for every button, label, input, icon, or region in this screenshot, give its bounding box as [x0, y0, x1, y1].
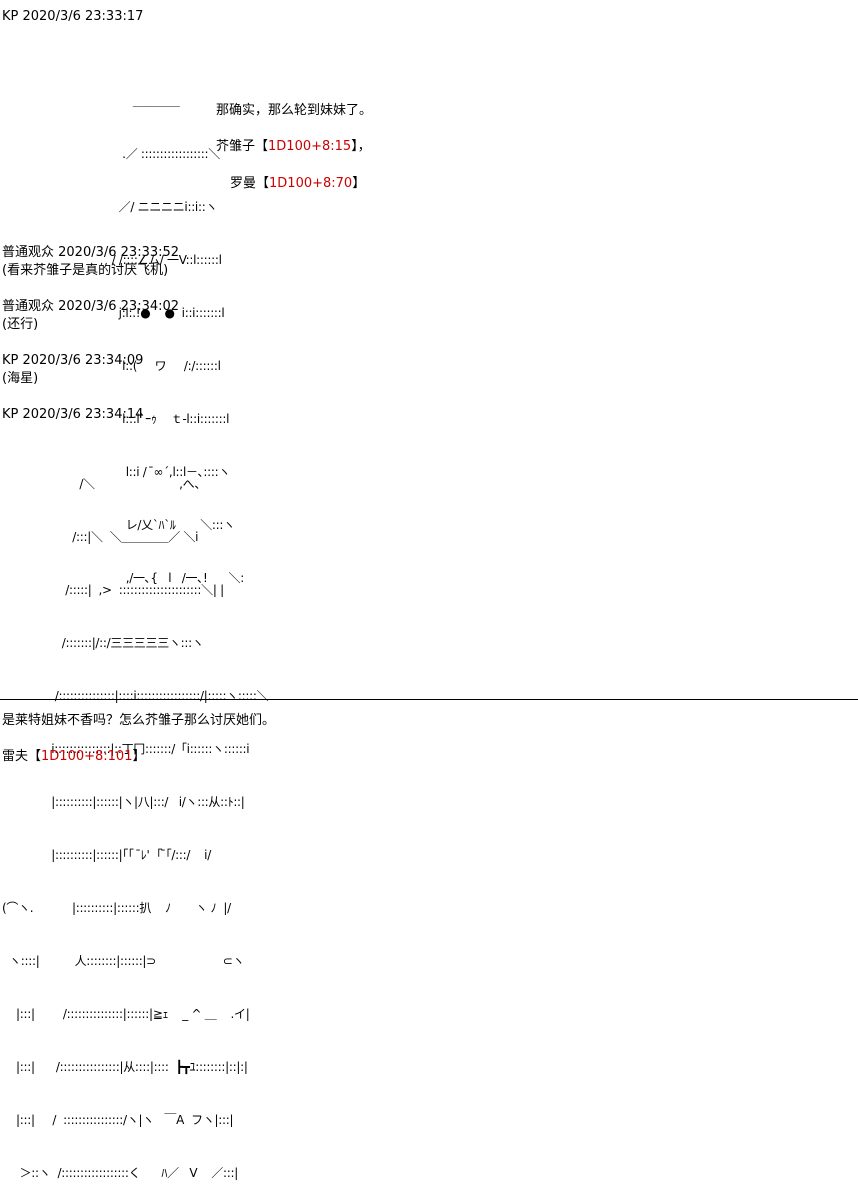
aa2-line: |:::| /:::::::::::::::|::::::|≧ｪ _ ^ ＿ .… — [2, 1007, 250, 1021]
aa1-line: l::( ワ /:/::::::l — [80, 359, 221, 373]
roll-prefix: 罗曼【 — [230, 176, 270, 191]
dice-roll: 1D100+8:15 — [268, 139, 352, 154]
post-2-text: (看来芥雏子是真的讨厌飞机) — [2, 263, 169, 278]
dice-roll: 1D100+8:101 — [41, 749, 133, 764]
aa2-line: |::::::::::|::::::|ヽ|八|:::/ i/ヽ:::从::ﾄ::… — [2, 795, 245, 809]
aa2-line: |:::| / ::::::::::::::::/ヽ|ヽ ￣A フヽ|:::| — [2, 1113, 234, 1127]
ascii-art-2: /＼ ,へ、 /:::|＼ ＼＿＿＿＿／ ＼i /:::::| ,> :::::… — [2, 441, 269, 1201]
post-5-header: KP 2020/3/6 23:34:14 — [2, 407, 144, 422]
separator-line — [0, 699, 858, 700]
aa2-line: /:::|＼ ＼＿＿＿＿／ ＼i — [2, 530, 199, 544]
aa1-line: レ/乂`ﾊ`ﾙ ＼:::ヽ — [80, 518, 235, 532]
post-4-text: (海星) — [2, 371, 39, 386]
roll-suffix: 】 — [352, 176, 366, 191]
post-2-header: 普通观众 2020/3/6 23:33:52 — [2, 245, 180, 260]
dialogue-line-2: 芥雏子【1D100+8:15】， — [216, 135, 371, 154]
aa2-line: (⌒ヽ. |::::::::::|::::::扒 ﾉ ヽ ﾉ |/ — [2, 901, 231, 915]
aa1-line: .／ ::::::::::::::::::＼ — [80, 147, 220, 161]
aa1-line: j:i:.!● ● i::i:::::::l — [80, 306, 225, 320]
roll-suffix: 】 — [132, 749, 146, 764]
aa2-line: /:::::::::::::::|::::i:::::::::::::::::/… — [2, 689, 269, 703]
post-3-text: (还行) — [2, 317, 39, 332]
aa2-line: |::::::::::|::::::|｢｢ ̄ﾚ' ｢ ̄｢/:::/ i/ — [2, 848, 211, 862]
dice-roll: 1D100+8:70 — [269, 176, 353, 191]
dialogue-line-3: 罗曼【1D100+8:70】 — [230, 172, 365, 191]
roll-suffix: 】， — [351, 139, 371, 154]
roll-prefix: 雷夫【 — [2, 749, 42, 764]
after-separator-line-1: 是莱特姐妹不香吗？怎么芥雏子那么讨厌她们。 — [2, 713, 276, 728]
aa2-line: ヽ::::| 人::::::::|::::::|⊃ ⊂ヽ — [2, 954, 245, 968]
aa1-line: / /::::∠ム/ 一V::l::::::l — [80, 253, 222, 267]
roll-prefix: 芥雏子【 — [216, 139, 269, 154]
aa2-line: /:::::::|/::/三三三三三ヽ:::ヽ — [2, 636, 204, 650]
post-3-header: 普通观众 2020/3/6 23:34:02 — [2, 299, 180, 314]
after-separator-line-2: 雷夫【1D100+8:101】 — [2, 748, 145, 766]
aa2-line: ＞::ヽ /::::::::::::::::::く ﾊ／ V ／:::| — [2, 1166, 239, 1180]
aa1-line: l::i / ̄∞´,l::l－､::::ヽ — [80, 465, 231, 479]
aa2-line: /＼ ,へ、 — [2, 477, 207, 491]
post-4-header: KP 2020/3/6 23:34:09 — [2, 353, 144, 368]
aa1-line: ,/一､{ l /一､! ＼: — [80, 571, 245, 585]
aa1-line: ＿＿＿＿ — [80, 94, 180, 108]
post-1-header: KP 2020/3/6 23:33:17 — [2, 9, 144, 24]
ascii-art-1: ＿＿＿＿ .／ ::::::::::::::::::＼ ／/ ニニニニi::i:… — [80, 58, 245, 606]
aa2-line: i:::::::::::::::|::丁冂:::::::/「i::::::ヽ::… — [2, 742, 250, 756]
aa2-line: |:::| /::::::::::::::::|从::::|:::: ┣┳ﾕ::… — [2, 1060, 248, 1074]
aa2-line: /:::::| ,> ::::::::::::::::::::::＼| | — [2, 583, 224, 597]
dialogue-line-1: 那确实，那么轮到妹妹了。 — [216, 103, 373, 118]
aa1-line: l:::l`ｰｩ ｔ-l::i:::::::l — [80, 412, 230, 426]
aa1-line: ／/ ニニニニi::i::ヽ — [80, 200, 218, 214]
